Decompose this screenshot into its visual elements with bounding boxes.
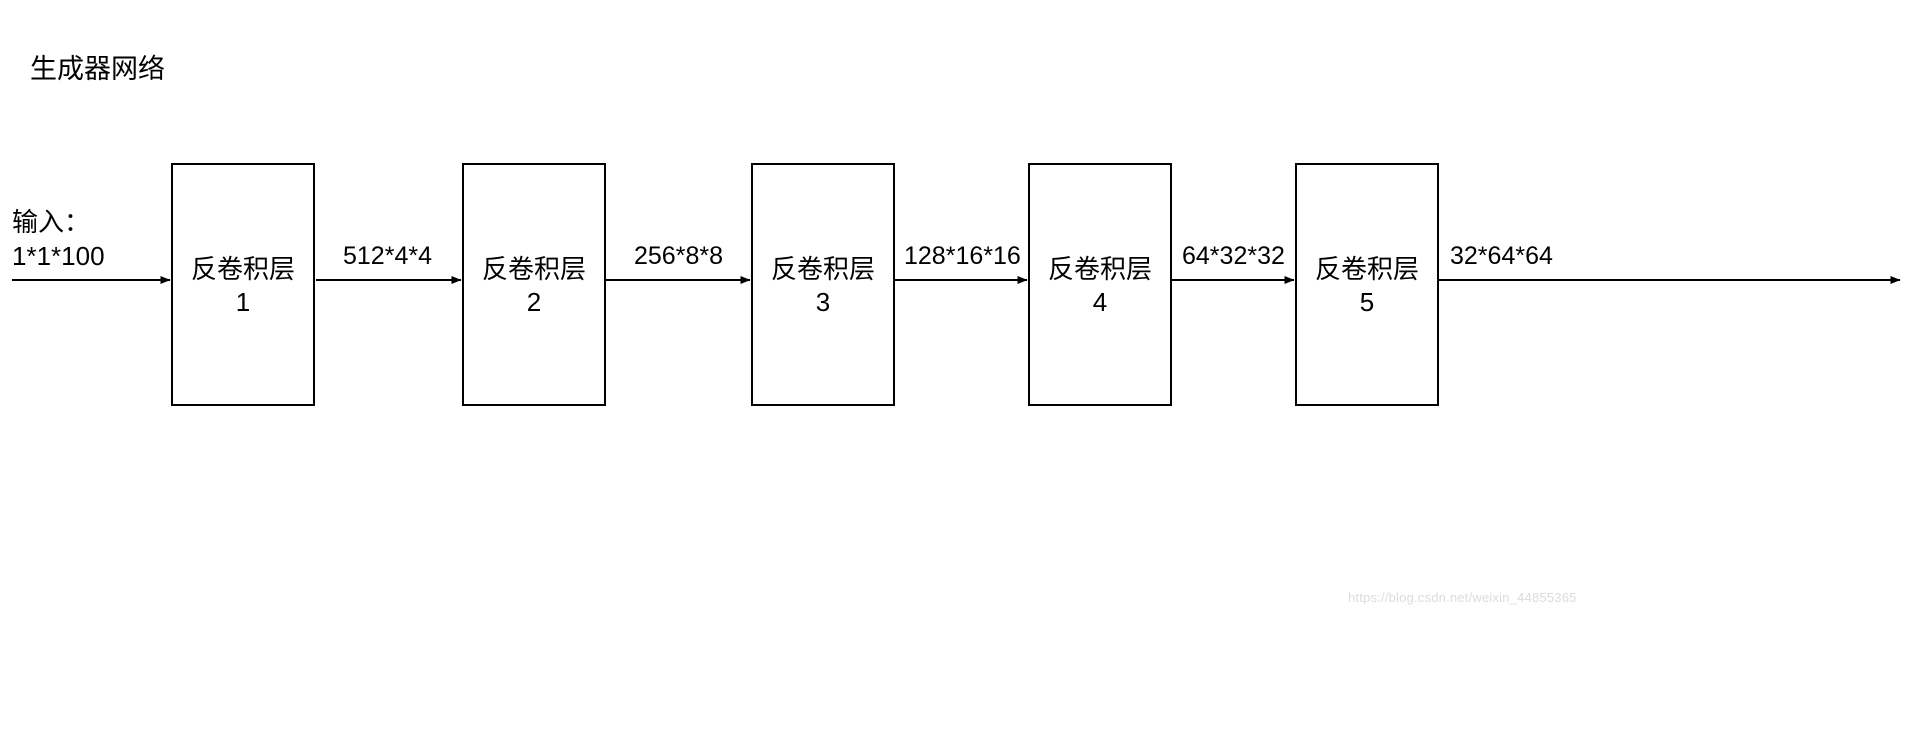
layer-box-3[interactable]: 反卷积层 3 (751, 163, 895, 406)
edge-label-3: 128*16*16 (902, 241, 1023, 271)
layer-box-1-name: 反卷积层 (190, 254, 295, 284)
layer-box-4-index: 4 (1092, 287, 1108, 317)
edge-label-2: 256*8*8 (632, 241, 725, 271)
layer-box-3-index: 3 (815, 287, 831, 317)
layer-box-5-name: 反卷积层 (1314, 254, 1419, 284)
layer-box-1[interactable]: 反卷积层 1 (171, 163, 315, 406)
edge-label-5: 32*64*64 (1448, 241, 1555, 271)
input-label: 输入： 1*1*100 (12, 205, 105, 273)
layer-box-2[interactable]: 反卷积层 2 (462, 163, 606, 406)
layer-box-2-label: 反卷积层 2 (464, 253, 604, 319)
layer-box-5-index: 5 (1359, 287, 1375, 317)
layer-box-5[interactable]: 反卷积层 5 (1295, 163, 1439, 406)
layer-box-3-label: 反卷积层 3 (753, 253, 893, 319)
layer-box-1-index: 1 (235, 287, 251, 317)
layer-box-2-index: 2 (526, 287, 542, 317)
layer-box-3-name: 反卷积层 (770, 254, 875, 284)
input-label-text: 输入： (12, 207, 91, 237)
layer-box-4[interactable]: 反卷积层 4 (1028, 163, 1172, 406)
layer-box-4-name: 反卷积层 (1047, 254, 1152, 284)
layer-box-5-label: 反卷积层 5 (1297, 253, 1437, 319)
layer-box-4-label: 反卷积层 4 (1030, 253, 1170, 319)
layer-box-2-name: 反卷积层 (481, 254, 586, 284)
edge-label-1: 512*4*4 (341, 241, 434, 271)
watermark: https://blog.csdn.net/weixin_44855365 (1348, 590, 1577, 605)
layer-box-1-label: 反卷积层 1 (173, 253, 313, 319)
edge-label-4: 64*32*32 (1180, 241, 1287, 271)
input-shape-text: 1*1*100 (12, 241, 105, 271)
page-title: 生成器网络 (30, 54, 165, 84)
